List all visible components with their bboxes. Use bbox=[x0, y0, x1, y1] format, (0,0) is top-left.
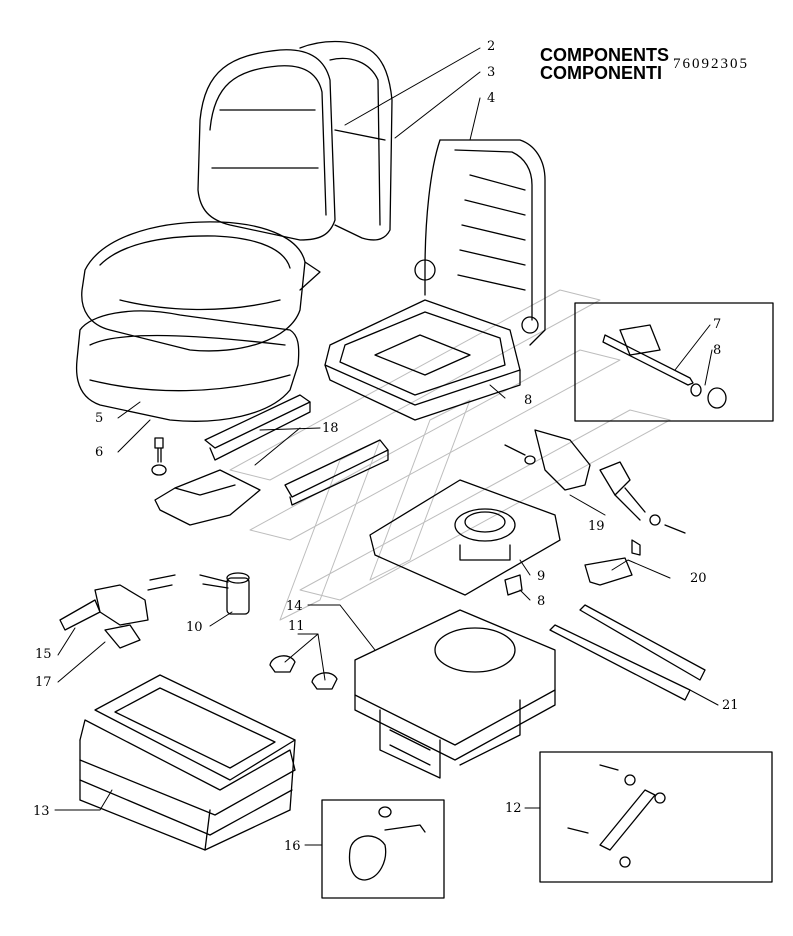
callout-12: 12 bbox=[505, 801, 522, 816]
callout-13: 13 bbox=[33, 804, 50, 819]
drawing-code: 76092305 bbox=[673, 56, 749, 72]
callout-8-plate: 8 bbox=[537, 594, 545, 609]
sensor-box bbox=[321, 799, 445, 899]
switch-unit bbox=[199, 572, 250, 615]
callout-11: 11 bbox=[288, 619, 305, 634]
callout-20: 20 bbox=[690, 571, 707, 586]
callout-19: 19 bbox=[588, 519, 605, 534]
bellows-cover bbox=[79, 674, 296, 851]
callout-18: 18 bbox=[322, 421, 339, 436]
callout-16: 16 bbox=[284, 839, 301, 854]
bolt-and-nut bbox=[151, 437, 167, 476]
backrest-cover bbox=[299, 40, 393, 241]
seat-frame bbox=[324, 139, 546, 421]
callout-6: 6 bbox=[95, 445, 103, 460]
callout-labels: 2 3 4 5 6 7 8 8 8 9 10 11 12 13 14 15 16… bbox=[33, 39, 739, 854]
callout-17: 17 bbox=[35, 675, 52, 690]
callout-5: 5 bbox=[95, 411, 103, 426]
callout-21: 21 bbox=[722, 698, 739, 713]
callout-10: 10 bbox=[186, 620, 203, 635]
callout-15: 15 bbox=[35, 647, 52, 662]
callout-9: 9 bbox=[537, 569, 545, 584]
callout-8-frame: 8 bbox=[524, 393, 532, 408]
mounting-straps bbox=[549, 604, 706, 701]
latch-bracket bbox=[584, 539, 641, 586]
callout-3: 3 bbox=[487, 65, 495, 80]
valve-sensor bbox=[59, 574, 176, 649]
callout-4: 4 bbox=[487, 91, 495, 106]
gas-spring-box bbox=[539, 751, 773, 883]
title-components-en: COMPONENTS bbox=[540, 45, 670, 65]
swivel-lever bbox=[504, 429, 686, 534]
callout-8-lever: 8 bbox=[713, 343, 721, 358]
backrest-cushion bbox=[197, 49, 336, 241]
slide-rails bbox=[154, 394, 389, 526]
callout-14: 14 bbox=[286, 599, 303, 614]
swivel-plate bbox=[369, 479, 561, 596]
title-components-it: COMPONENTI bbox=[540, 63, 663, 83]
suspension-base bbox=[354, 609, 556, 779]
lever-box bbox=[574, 302, 774, 422]
callout-2: 2 bbox=[487, 39, 495, 54]
seat-cover bbox=[75, 310, 300, 422]
leader-lines bbox=[54, 47, 719, 846]
watermark-logo bbox=[229, 289, 671, 621]
callout-7: 7 bbox=[713, 317, 721, 332]
end-caps bbox=[269, 655, 338, 690]
seat-cushion bbox=[81, 221, 321, 352]
